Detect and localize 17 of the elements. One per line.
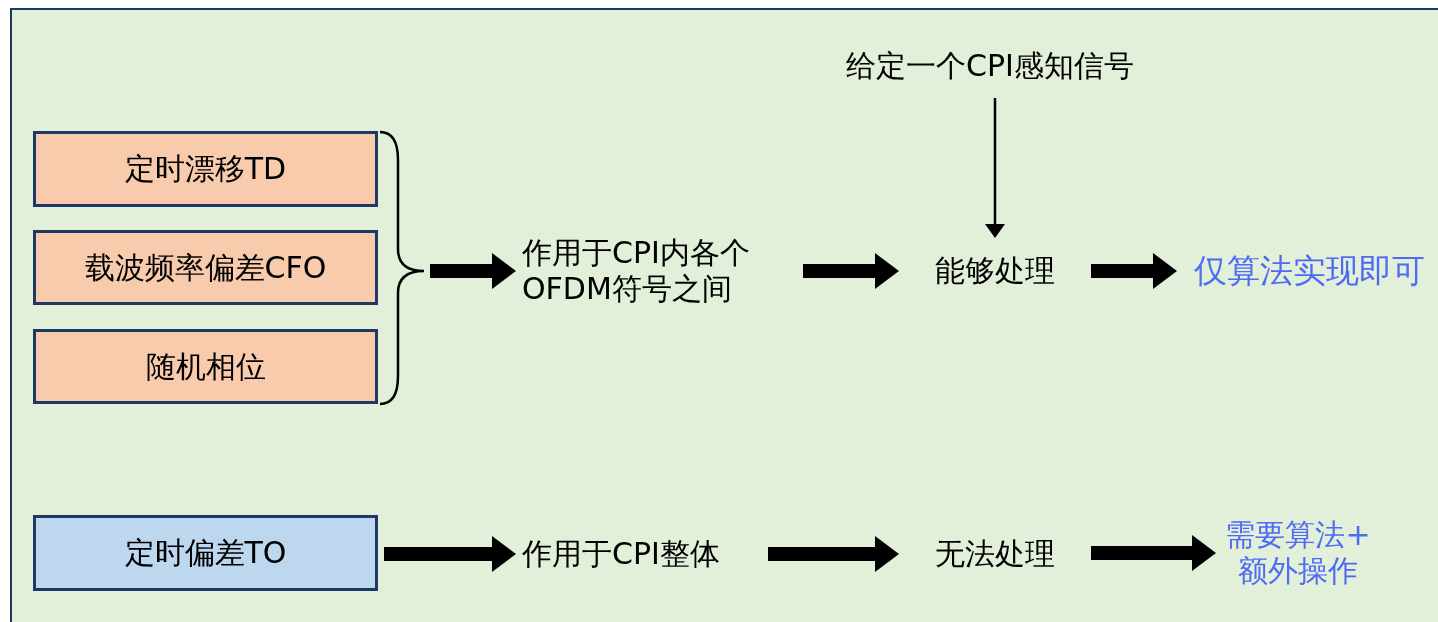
factor-box: 随机相位	[33, 329, 378, 404]
block-arrow	[803, 253, 899, 289]
block-arrow	[768, 536, 899, 572]
result-text: 无法处理	[905, 527, 1085, 581]
block-arrow	[1091, 253, 1177, 289]
block-arrow	[384, 536, 516, 572]
result-text: 能够处理	[905, 244, 1085, 298]
factor-box: 定时漂移TD	[33, 131, 378, 207]
block-arrow	[1091, 535, 1216, 571]
effect-text: 作用于CPI整体	[522, 527, 762, 581]
factor-box: 定时偏差TO	[33, 515, 378, 591]
arrow	[985, 98, 1005, 238]
factor-box: 载波频率偏差CFO	[33, 230, 378, 305]
effect-text: 作用于CPI内各个OFDM符号之间	[522, 225, 797, 317]
conclusion-text: 需要算法+额外操作	[1222, 508, 1374, 598]
input-text: 给定一个CPI感知信号	[805, 40, 1175, 92]
conclusion-text: 仅算法实现即可	[1183, 242, 1435, 300]
